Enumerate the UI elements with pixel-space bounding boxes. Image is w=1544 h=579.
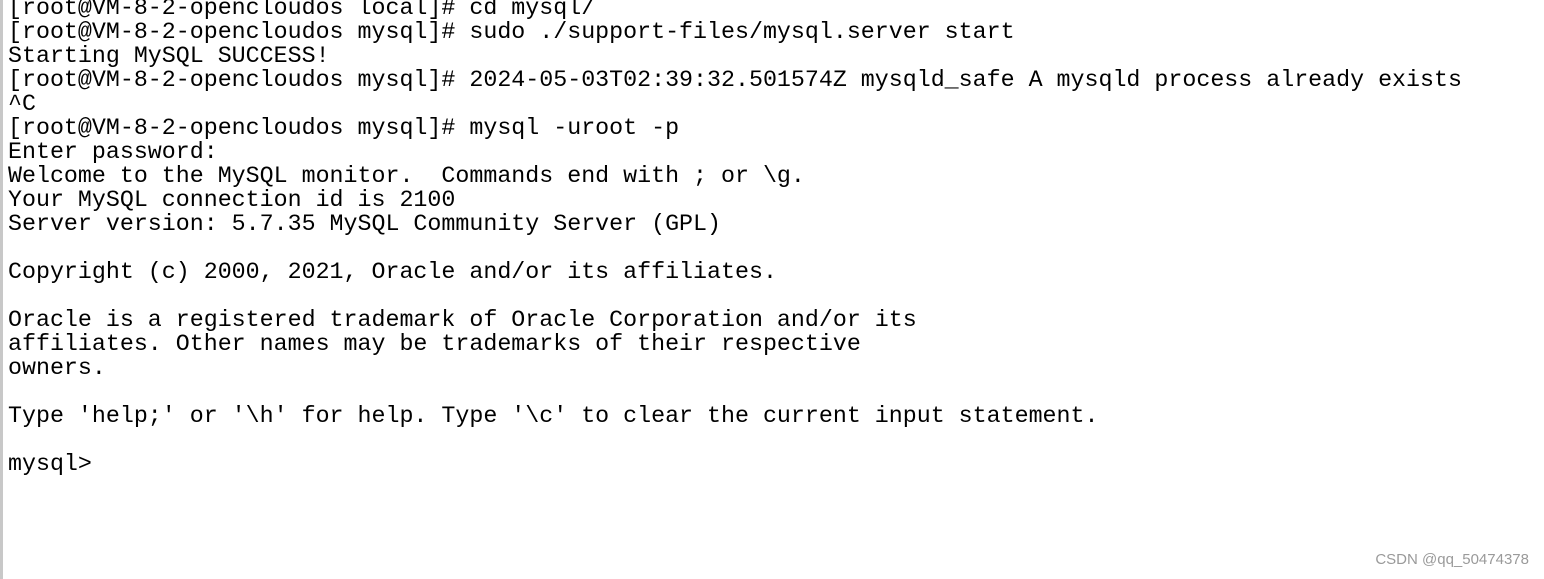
- mysql-prompt: mysql>: [8, 451, 92, 477]
- watermark: CSDN @qq_50474378: [1375, 551, 1529, 568]
- terminal-line: [root@VM-8-2-opencloudos mysql]# sudo ./…: [8, 19, 1015, 45]
- terminal-line: owners.: [8, 355, 106, 381]
- terminal-line: [8, 284, 1544, 308]
- terminal-line: Your MySQL connection id is 2100: [8, 187, 456, 213]
- terminal-line: Starting MySQL SUCCESS!: [8, 43, 330, 69]
- terminal-line: Server version: 5.7.35 MySQL Community S…: [8, 211, 722, 237]
- terminal-line: Type 'help;' or '\h' for help. Type '\c'…: [8, 403, 1099, 429]
- terminal-line: Oracle is a registered trademark of Orac…: [8, 307, 917, 333]
- terminal-line: Copyright (c) 2000, 2021, Oracle and/or …: [8, 259, 777, 285]
- terminal-line: Enter password:: [8, 139, 218, 165]
- terminal-line: Welcome to the MySQL monitor. Commands e…: [8, 163, 805, 189]
- terminal-line: [root@VM-8-2-opencloudos local]# cd mysq…: [8, 0, 596, 21]
- terminal-line: [8, 428, 1544, 452]
- window-left-border: [0, 0, 3, 579]
- terminal-line: affiliates. Other names may be trademark…: [8, 331, 861, 357]
- terminal-line: [8, 236, 1544, 260]
- terminal-line: [root@VM-8-2-opencloudos mysql]# mysql -…: [8, 115, 680, 141]
- terminal-line: ^C: [8, 91, 36, 117]
- terminal-output[interactable]: [root@VM-8-2-opencloudos local]# cd mysq…: [8, 0, 1544, 579]
- terminal-line: [8, 380, 1544, 404]
- terminal-line: [root@VM-8-2-opencloudos mysql]# 2024-05…: [8, 67, 1462, 93]
